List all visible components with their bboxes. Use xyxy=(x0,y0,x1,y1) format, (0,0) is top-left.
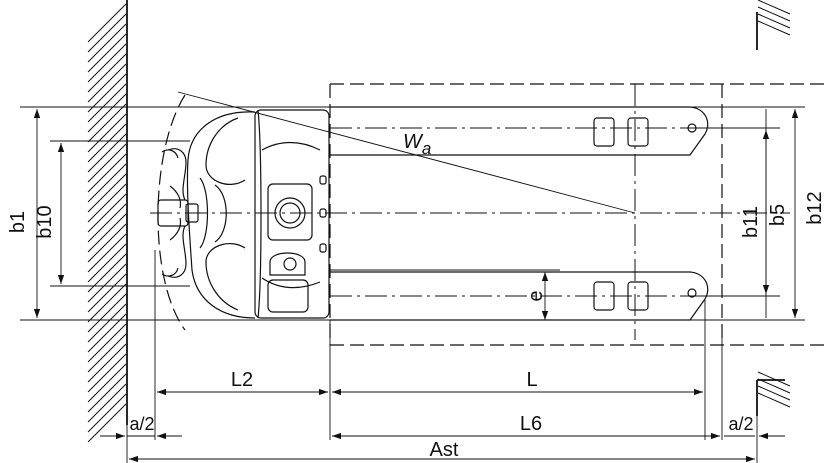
hatch-line xyxy=(87,123,127,163)
hatch-line xyxy=(757,385,791,401)
label-l6: L6 xyxy=(520,413,542,435)
hatch-line xyxy=(87,33,127,73)
hatch-line xyxy=(87,183,127,223)
center-lines xyxy=(150,84,790,340)
label-l: L xyxy=(526,369,537,391)
label-b12: b12 xyxy=(804,191,826,224)
wall-left xyxy=(87,0,128,443)
label-a2-left: a/2 xyxy=(129,414,154,434)
hatch-line xyxy=(87,323,127,363)
label-e: e xyxy=(525,290,547,301)
hatch-line xyxy=(87,143,127,183)
hatch-line xyxy=(87,73,127,113)
fork-bottom xyxy=(330,271,709,321)
wall-corner-top-right xyxy=(756,0,791,50)
hatch-line xyxy=(87,263,127,303)
hatch-line xyxy=(87,353,127,393)
hatch-line xyxy=(87,223,127,263)
hatch-line xyxy=(87,233,127,273)
hatch-line xyxy=(757,0,791,15)
hatch-line xyxy=(757,371,791,387)
hatch-line xyxy=(87,23,127,63)
hatch-line xyxy=(87,203,127,243)
hatch-line xyxy=(87,173,127,213)
label-wa-sub: a xyxy=(422,139,431,158)
hatch-line xyxy=(87,283,127,323)
wa-radius-line xyxy=(177,91,636,214)
hatch-line xyxy=(87,103,127,143)
extension-lines xyxy=(20,106,805,463)
hatch-line xyxy=(87,243,127,283)
hatch-line xyxy=(87,373,127,413)
label-b10: b10 xyxy=(34,205,56,238)
hatch-line xyxy=(87,273,127,313)
hatch-line xyxy=(87,93,127,133)
hatch-line xyxy=(87,53,127,93)
turning-radius-arc xyxy=(157,94,186,331)
hatch-line xyxy=(87,113,127,153)
hatch-line xyxy=(87,303,127,343)
label-b11: b11 xyxy=(740,206,762,238)
hatch-line xyxy=(87,163,127,203)
hatch-line xyxy=(757,378,791,394)
hatch-line xyxy=(87,363,127,403)
hatch-line xyxy=(87,13,127,53)
hatch-line xyxy=(87,343,127,383)
hatch-line xyxy=(87,293,127,333)
label-a2-right: a/2 xyxy=(728,414,753,434)
label-b1: b1 xyxy=(7,211,29,233)
fork-top xyxy=(330,106,709,156)
hatch-line xyxy=(87,333,127,373)
hatch-line xyxy=(757,13,791,29)
hatch-line xyxy=(87,43,127,83)
label-l2: L2 xyxy=(231,369,253,391)
hatch-line xyxy=(87,383,127,423)
hatch-line xyxy=(87,193,127,233)
hatch-line xyxy=(87,63,127,103)
hatch-line xyxy=(757,392,791,408)
hatch-line xyxy=(757,6,791,22)
truck-body xyxy=(186,109,330,319)
hatch-line xyxy=(87,3,127,43)
hatch-line xyxy=(87,393,127,433)
hatch-line xyxy=(87,213,127,253)
hatch-line xyxy=(757,20,791,36)
hatch-line xyxy=(87,403,127,443)
hatch-line xyxy=(87,83,127,123)
hatch-line xyxy=(87,133,127,173)
label-wa-main: W xyxy=(403,131,424,153)
label-wa: Wa xyxy=(403,131,431,158)
label-b5: b5 xyxy=(767,204,789,226)
wall-corner-bottom-right xyxy=(756,371,791,416)
label-ast: Ast xyxy=(430,439,459,461)
hatch-line xyxy=(87,153,127,193)
